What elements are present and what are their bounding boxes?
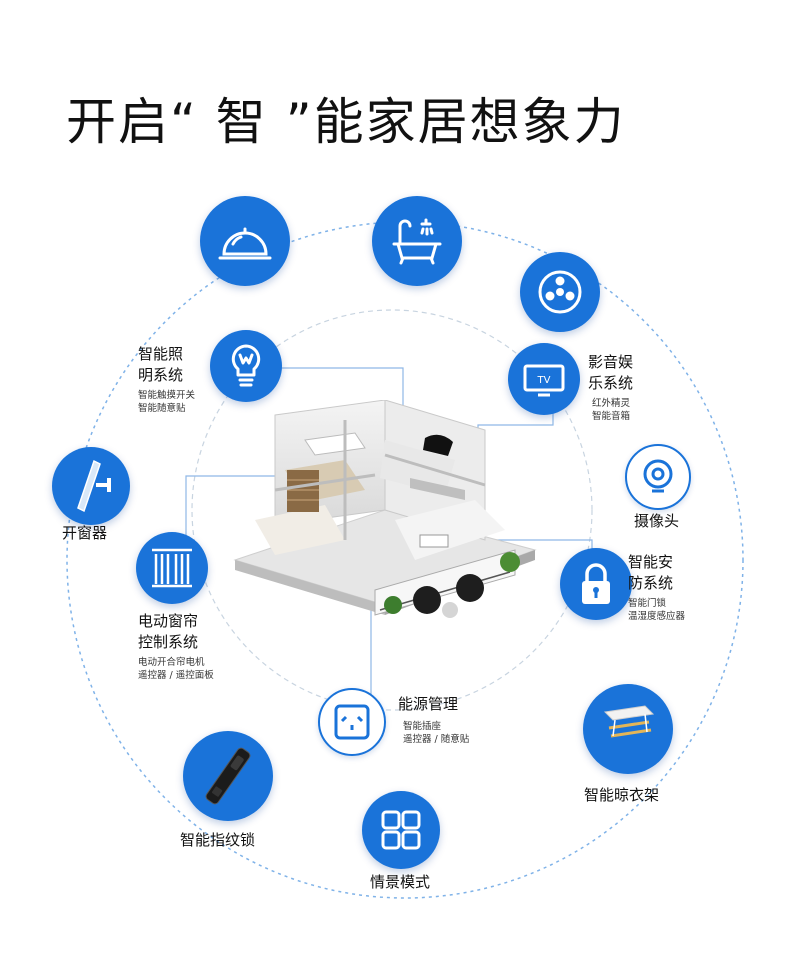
lighting-sub2: 智能随意贴 (138, 403, 186, 414)
window-opener-icon-button[interactable] (52, 447, 130, 525)
energy-title: 能源管理 (398, 695, 459, 713)
fan-icon (538, 270, 582, 314)
energy-icon-button[interactable] (318, 688, 386, 756)
security-title-line2: 防系统 (628, 574, 674, 592)
security-sub2: 温湿度感应器 (628, 611, 686, 622)
security-title-line1: 智能安 (628, 553, 674, 571)
lighting-sub1: 智能触摸开关 (138, 390, 196, 401)
entertainment-icon-button[interactable]: TV (508, 343, 580, 415)
window-opener-icon (77, 459, 111, 513)
curtain-title-line1: 电动窗帘 (138, 612, 199, 630)
drying-rack-label: 智能晾衣架 (584, 786, 660, 804)
bathtub-icon (392, 218, 442, 265)
drying-rack-icon (603, 705, 655, 738)
camera-icon-button[interactable] (625, 444, 691, 510)
fingerprint-lock-icon-button[interactable] (183, 731, 273, 821)
svg-text:TV: TV (537, 375, 551, 386)
grid-icon (381, 810, 421, 850)
scene-label: 情景模式 (370, 873, 431, 891)
security-sub1: 智能门锁 (628, 598, 667, 609)
bathroom-icon-button[interactable] (372, 196, 462, 286)
lighting-icon-button[interactable] (210, 330, 282, 402)
entertainment-title-line1: 影音娱 (588, 353, 634, 371)
padlock-icon (582, 563, 610, 604)
page-title: 开启“ 智 ”能家居想象力 (66, 93, 626, 151)
fingerprint-lock-label: 智能指纹锁 (180, 831, 256, 849)
food-cover-icon (218, 227, 272, 260)
scene-icon-button[interactable] (362, 791, 440, 869)
drying-rack-icon-button[interactable] (583, 684, 673, 774)
energy-sub2: 遥控器 / 随意贴 (403, 734, 470, 745)
curtain-sub2: 遥控器 / 遥控面板 (138, 670, 214, 681)
security-icon-button[interactable] (560, 548, 632, 620)
camera-icon (643, 459, 673, 493)
tv-icon: TV (523, 364, 565, 397)
outer-ring (66, 221, 744, 899)
entertainment-sub1: 红外精灵 (592, 398, 631, 409)
lighting-title-line1: 智能照 (138, 345, 184, 363)
camera-label: 摄像头 (634, 512, 680, 530)
curtain-icon (152, 548, 192, 588)
curtain-sub1: 电动开合帘电机 (138, 657, 205, 668)
energy-sub1: 智能插座 (403, 721, 442, 732)
entertainment-sub2: 智能音箱 (592, 411, 631, 422)
bulb-icon (231, 344, 261, 387)
entertainment-title-line2: 乐系统 (588, 374, 634, 392)
curtain-title-line2: 控制系统 (138, 633, 199, 651)
window-opener-label: 开窗器 (62, 524, 108, 542)
inner-ring (191, 309, 593, 711)
lighting-title-line2: 明系统 (138, 366, 184, 384)
kitchen-icon-button[interactable] (200, 196, 290, 286)
appliance-icon-button[interactable] (520, 252, 600, 332)
house-illustration (233, 400, 537, 618)
socket-icon (334, 704, 370, 740)
curtain-icon-button[interactable] (136, 532, 208, 604)
fingerprint-lock-icon (205, 747, 251, 805)
